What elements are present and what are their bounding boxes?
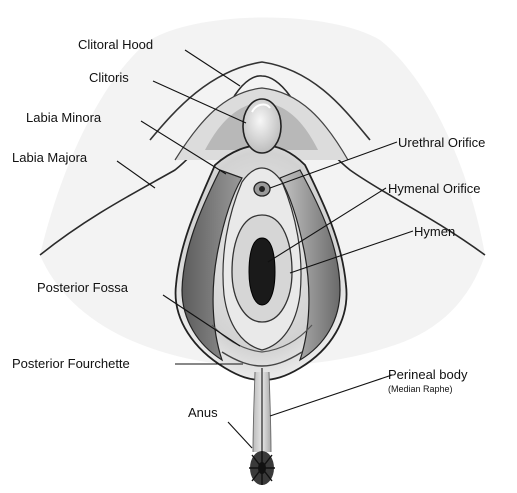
label-clitoral-hood: Clitoral Hood [78, 37, 153, 52]
leader-perineal-body [270, 375, 392, 416]
label-perineal-body: Perineal body [388, 367, 468, 382]
label-clitoris: Clitoris [89, 70, 129, 85]
label-labia-majora: Labia Majora [12, 150, 87, 165]
label-hymenal-orifice: Hymenal Orifice [388, 181, 480, 196]
hymenal-orifice-shape [249, 238, 275, 305]
label-posterior-fourchette: Posterior Fourchette [12, 356, 130, 371]
label-posterior-fossa: Posterior Fossa [37, 280, 128, 295]
label-urethral-orifice: Urethral Orifice [398, 135, 485, 150]
label-hymen: Hymen [414, 224, 455, 239]
urethral-orifice-center [259, 186, 265, 192]
label-labia-minora: Labia Minora [26, 110, 101, 125]
anus-shape [249, 451, 275, 485]
label-median-raphe: (Median Raphe) [388, 384, 453, 395]
label-anus: Anus [188, 405, 218, 420]
leader-anus [228, 422, 252, 448]
clitoris-shape [243, 99, 281, 153]
